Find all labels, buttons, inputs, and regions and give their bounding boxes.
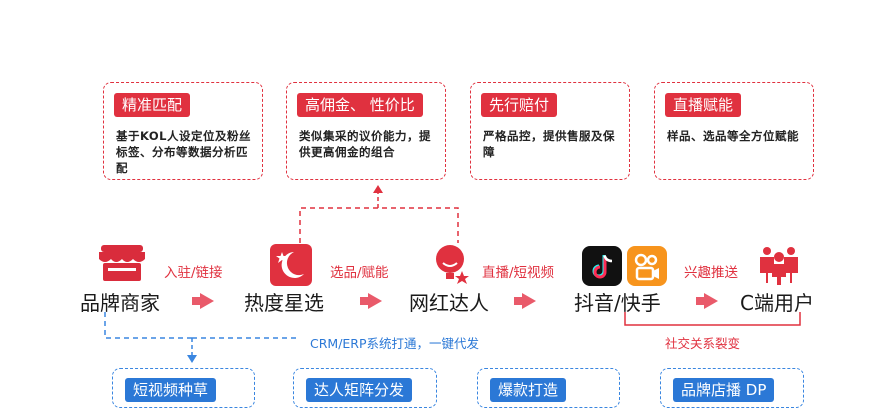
feature-title: 精准匹配	[114, 93, 191, 117]
link-label-push: 兴趣推送	[684, 265, 738, 281]
node-douyin-kuaishou: 抖音/快手	[574, 291, 661, 315]
blue-arrowhead-down	[187, 355, 197, 363]
node-brand-merchant: 品牌商家	[80, 291, 160, 315]
flow-arrow	[360, 293, 382, 309]
node-redu-xingxuan: 热度星选	[244, 291, 324, 315]
service-box-short-video: 短视频种草	[112, 368, 255, 408]
users-group-icon	[760, 247, 798, 285]
feature-box-advance-compensation: 先行赔付 严格品控，提供售服及保障	[470, 82, 630, 180]
crm-erp-label: CRM/ERP系统打通，一键代发	[310, 336, 480, 351]
flow-arrow	[696, 293, 718, 309]
flow-arrow	[192, 293, 214, 309]
flow-arrow	[514, 293, 536, 309]
service-title: 达人矩阵分发	[306, 378, 413, 402]
link-label-live: 直播/短视频	[482, 265, 555, 281]
feature-title: 直播赋能	[665, 93, 742, 117]
service-title: 品牌店播 DP	[673, 378, 775, 402]
shop-awning-icon	[99, 245, 145, 281]
service-box-influencer-matrix: 达人矩阵分发	[293, 368, 437, 408]
influencer-avatar-icon	[436, 245, 469, 284]
node-c-end-users: C端用户	[740, 291, 814, 315]
kuaishou-logo-icon	[627, 246, 667, 286]
red-bracket-up	[299, 207, 459, 243]
feature-box-high-commission: 高佣金、 性价比 类似集采的议价能力，提供更高佣金的组合	[286, 82, 446, 180]
feature-desc: 类似集采的议价能力，提供更高佣金的组合	[299, 129, 431, 159]
social-fission-label: 社交关系裂变	[665, 336, 741, 351]
service-box-brand-live: 品牌店播 DP	[660, 368, 804, 408]
service-box-hit-product: 爆款打造	[477, 368, 620, 408]
moon-star-logo-icon	[270, 244, 312, 286]
douyin-logo-icon	[582, 246, 622, 286]
feature-title: 先行赔付	[481, 93, 558, 117]
red-arrowhead-up	[373, 185, 383, 193]
feature-title: 高佣金、 性价比	[297, 93, 423, 117]
feature-box-live-empower: 直播赋能 样品、选品等全方位赋能	[654, 82, 814, 180]
feature-box-precise-match: 精准匹配 基于KOL人设定位及粉丝标签、分布等数据分析匹配	[103, 82, 263, 180]
link-label-select: 选品/赋能	[330, 265, 389, 281]
node-influencer: 网红达人	[409, 291, 489, 315]
service-title: 短视频种草	[125, 378, 217, 402]
feature-desc: 样品、选品等全方位赋能	[667, 129, 799, 143]
service-title: 爆款打造	[490, 378, 567, 402]
feature-desc: 严格品控，提供售服及保障	[483, 129, 615, 159]
feature-desc: 基于KOL人设定位及粉丝标签、分布等数据分析匹配	[116, 129, 251, 175]
link-label-join: 入驻/链接	[164, 265, 223, 281]
